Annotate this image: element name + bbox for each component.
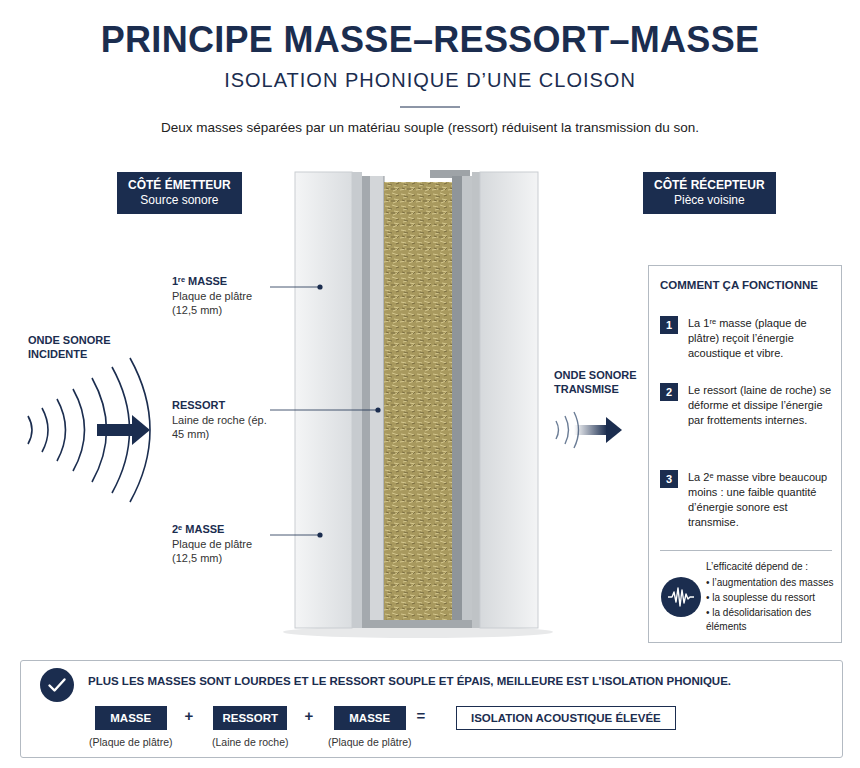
step-text: La 1ʳᵉ masse (plaque de plâtre) reçoit l… (688, 316, 834, 361)
panel-divider (660, 550, 832, 551)
step-text: Le ressort (laine de roche) se déforme e… (688, 383, 834, 428)
step-number: 1 (660, 316, 678, 334)
formula-operator: + (302, 707, 316, 725)
formula-note: (Plaque de plâtre) (89, 736, 172, 749)
part-name: 1ʳᵉ MASSE (172, 274, 282, 288)
note-item: • la désolidarisation des éléments (706, 606, 838, 633)
formula-box: MASSE (Plaque de plâtre) (328, 706, 411, 749)
formula-result: ISOLATION ACOUSTIQUE ÉLEVÉE (456, 706, 676, 730)
callout-number: 3 (660, 470, 678, 488)
note-item: • l’augmentation des masses (706, 576, 838, 590)
step-number: 3 (660, 470, 678, 488)
diagram-title: PRINCIPE MASSE–RESSORT–MASSE (0, 18, 860, 62)
callout-number: 2 (660, 383, 678, 401)
part-spec: Plaque de plâtre (12,5 mm) (172, 289, 267, 317)
formula-note: (Plaque de plâtre) (328, 736, 411, 749)
check-icon (39, 667, 75, 703)
badge-subtitle: Source sonore (128, 193, 231, 208)
diagram-caption: Deux masses séparées par un matériau sou… (0, 119, 860, 136)
leader-dots (317, 284, 380, 537)
leader-lines (270, 287, 376, 535)
panel-heading: COMMENT ÇA FONCTIONNE (660, 278, 835, 293)
badge-subtitle: Pièce voisine (654, 193, 765, 208)
badge-title: CÔTÉ ÉMETTEUR (128, 177, 231, 193)
step-number: 2 (660, 383, 678, 401)
part-name: RESSORT (172, 398, 282, 412)
note-item: • la souplesse du ressort (706, 591, 838, 605)
formula-box: RESSORT (Laine de roche) (212, 706, 288, 749)
part-name: 2ᵉ MASSE (172, 522, 282, 536)
transmitted-arrow (574, 417, 622, 443)
summary-text: PLUS LES MASSES SONT LOURDES ET LE RESSO… (88, 674, 833, 689)
wave-label: ONDE SONORE INCIDENTE (28, 333, 128, 361)
formula-box: MASSE (Plaque de plâtre) (89, 706, 172, 749)
part-spec: Plaque de plâtre (12,5 mm) (172, 537, 267, 565)
incident-waves (28, 358, 150, 502)
wave-label: ONDE SONORE TRANSMISE (554, 368, 644, 396)
diagram-subtitle: ISOLATION PHONIQUE D’UNE CLOISON (0, 68, 860, 92)
incident-arrow (97, 415, 150, 445)
note-heading: L’efficacité dépend de : (706, 560, 838, 574)
formula-term: MASSE (334, 706, 406, 730)
part-spec: Laine de roche (ép. 45 mm) (172, 413, 267, 441)
formula-term: RESSORT (213, 706, 287, 730)
side-badge: CÔTÉ RÉCEPTEURPièce voisine (643, 172, 776, 214)
wall-section (283, 170, 553, 638)
badge-title: CÔTÉ RÉCEPTEUR (654, 177, 765, 193)
step-text: La 2ᵉ masse vibre beaucoup moins : une f… (688, 470, 834, 530)
wave-icon (660, 576, 702, 618)
summary-band: PLUS LES MASSES SONT LOURDES ET LE RESSO… (20, 660, 843, 758)
result-box: ISOLATION ACOUSTIQUE ÉLEVÉE (456, 706, 676, 730)
callout-number: 1 (660, 316, 678, 334)
side-badge: CÔTÉ ÉMETTEURSource sonore (117, 172, 242, 214)
formula-term: MASSE (95, 706, 167, 730)
formula-operator: + (182, 707, 196, 725)
title-rule (400, 107, 460, 108)
formula-operator: = (414, 707, 428, 725)
formula-note: (Laine de roche) (212, 736, 288, 749)
